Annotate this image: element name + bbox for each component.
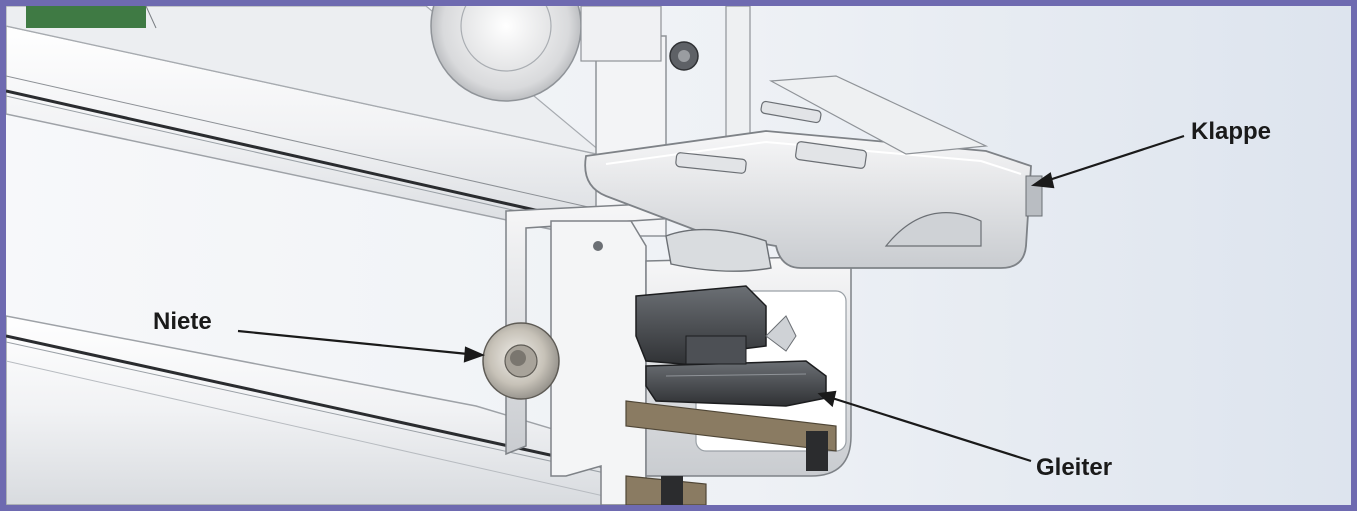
flap-part bbox=[584, 75, 1043, 272]
flap-handle bbox=[665, 228, 772, 272]
guide-plate bbox=[625, 400, 837, 505]
mechanism-illustration bbox=[6, 6, 1185, 505]
rivet-part bbox=[482, 322, 560, 400]
klappe-arrow bbox=[1030, 134, 1185, 189]
callout-arrows bbox=[237, 134, 1185, 463]
pcb-strip bbox=[26, 6, 146, 28]
slider-part bbox=[635, 285, 827, 407]
label-klappe: Klappe bbox=[1191, 118, 1272, 145]
gleiter-arrow bbox=[817, 390, 1032, 463]
lower-rail bbox=[6, 315, 677, 505]
label-niete: Niete bbox=[153, 308, 212, 335]
niete-arrow bbox=[237, 329, 485, 363]
label-gleiter: Gleiter bbox=[1036, 454, 1113, 481]
upright bbox=[430, 6, 751, 237]
